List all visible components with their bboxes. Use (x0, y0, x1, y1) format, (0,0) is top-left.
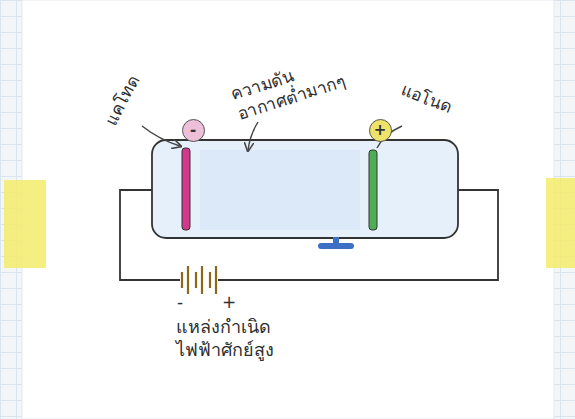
glass-tube (152, 140, 458, 238)
pump-outlet (318, 237, 354, 249)
cathode-sign: - (182, 119, 205, 142)
anode-plate (369, 150, 377, 230)
sign-text: + (374, 123, 387, 138)
low-pressure-gas (200, 150, 360, 230)
battery-terminal-sign: - (177, 292, 183, 313)
source-label: แหล่งกำเนิด ไฟฟ้าศักย์สูง (176, 316, 304, 361)
leader-line (142, 126, 180, 146)
anode-sign: + (369, 119, 392, 142)
battery-symbol (182, 266, 216, 294)
battery-terminal-sign: + (222, 292, 236, 313)
tape (4, 180, 46, 268)
leader-line (248, 122, 258, 150)
cathode-plate (182, 148, 190, 230)
sign-text: - (190, 123, 196, 138)
tape (546, 178, 575, 268)
paper-card (22, 0, 554, 419)
